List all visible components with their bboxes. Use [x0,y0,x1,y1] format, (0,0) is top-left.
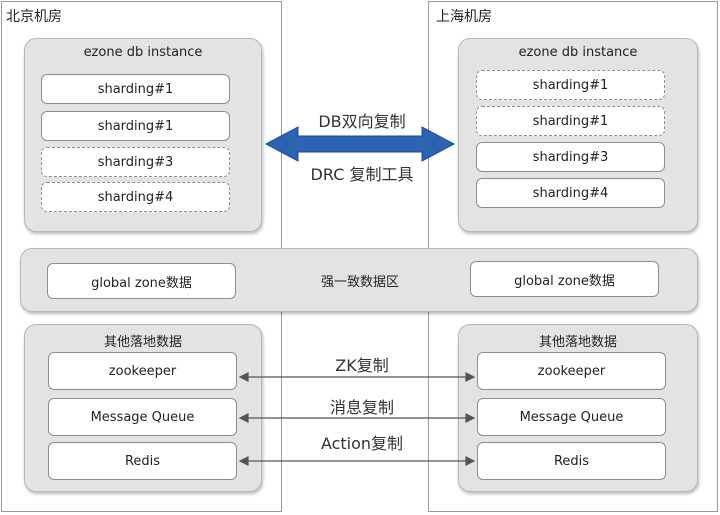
shard-box: sharding#1 [41,111,230,141]
drc-tool-label: DRC 复制工具 [310,165,414,184]
shard-box: sharding#4 [476,178,665,208]
shard-box: sharding#3 [476,142,665,172]
action-replication-arrow [238,456,476,466]
shard-box: sharding#1 [476,106,665,136]
global-zone-box-left: global zone数据 [47,263,236,299]
message-replication-label: 消息复制 [329,398,394,417]
message-replication-arrow [238,413,476,423]
shard-box: sharding#3 [41,147,230,177]
db-instance-title-beijing: ezone db instance [83,45,203,60]
shard-box: sharding#1 [41,74,230,104]
action-replication-label: Action复制 [320,434,404,453]
global-zone-box-right: global zone数据 [470,261,659,297]
zk-replication-label: ZK复制 [335,356,389,375]
other-data-title-beijing: 其他落地数据 [103,335,182,350]
link-arrows [238,372,476,466]
db-instance-title-shanghai: ezone db instance [518,45,638,60]
message-queue-box-shanghai: Message Queue [477,398,666,436]
redis-box-beijing: Redis [48,442,237,480]
datacenter-shanghai-title: 上海机房 [436,9,492,25]
message-queue-box-beijing: Message Queue [48,398,237,436]
shard-box: sharding#1 [476,70,665,100]
redis-box-shanghai: Redis [477,442,666,480]
shard-box: sharding#4 [41,182,230,212]
zookeeper-box-beijing: zookeeper [48,352,237,390]
other-data-title-shanghai: 其他落地数据 [538,335,617,350]
datacenter-beijing-title: 北京机房 [6,9,62,25]
zookeeper-box-shanghai: zookeeper [477,352,666,390]
db-replication-label: DB双向复制 [318,112,406,131]
strong-consistency-label: 强一致数据区 [320,275,399,290]
zk-replication-arrow [238,372,476,382]
db-replication-arrow [264,126,456,162]
